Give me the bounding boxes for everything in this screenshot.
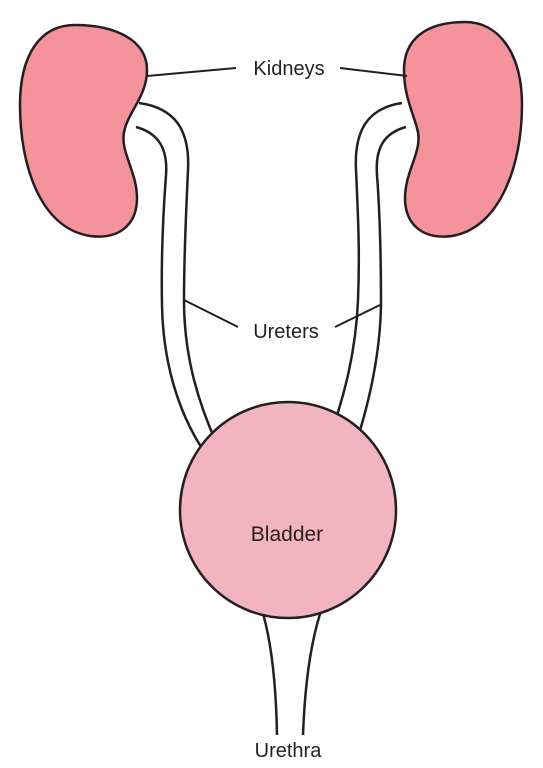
right-ureter-outer [328, 103, 402, 442]
left-ureter-inner [136, 127, 203, 450]
ureters-leader-left [184, 300, 238, 327]
kidneys-leader-left [147, 68, 236, 76]
left-kidney [20, 25, 147, 237]
urethra-left-wall [262, 610, 277, 735]
urethra-right-wall [303, 608, 322, 735]
bladder [180, 402, 396, 618]
urethra-label: Urethra [255, 740, 323, 762]
kidneys-label: Kidneys [253, 58, 324, 80]
ureters-label: Ureters [253, 321, 319, 343]
right-ureter-inner [353, 127, 406, 453]
right-kidney [404, 22, 522, 237]
bladder-label: Bladder [251, 523, 323, 546]
kidneys-leader-right [340, 68, 407, 76]
left-ureter-outer [139, 103, 216, 442]
